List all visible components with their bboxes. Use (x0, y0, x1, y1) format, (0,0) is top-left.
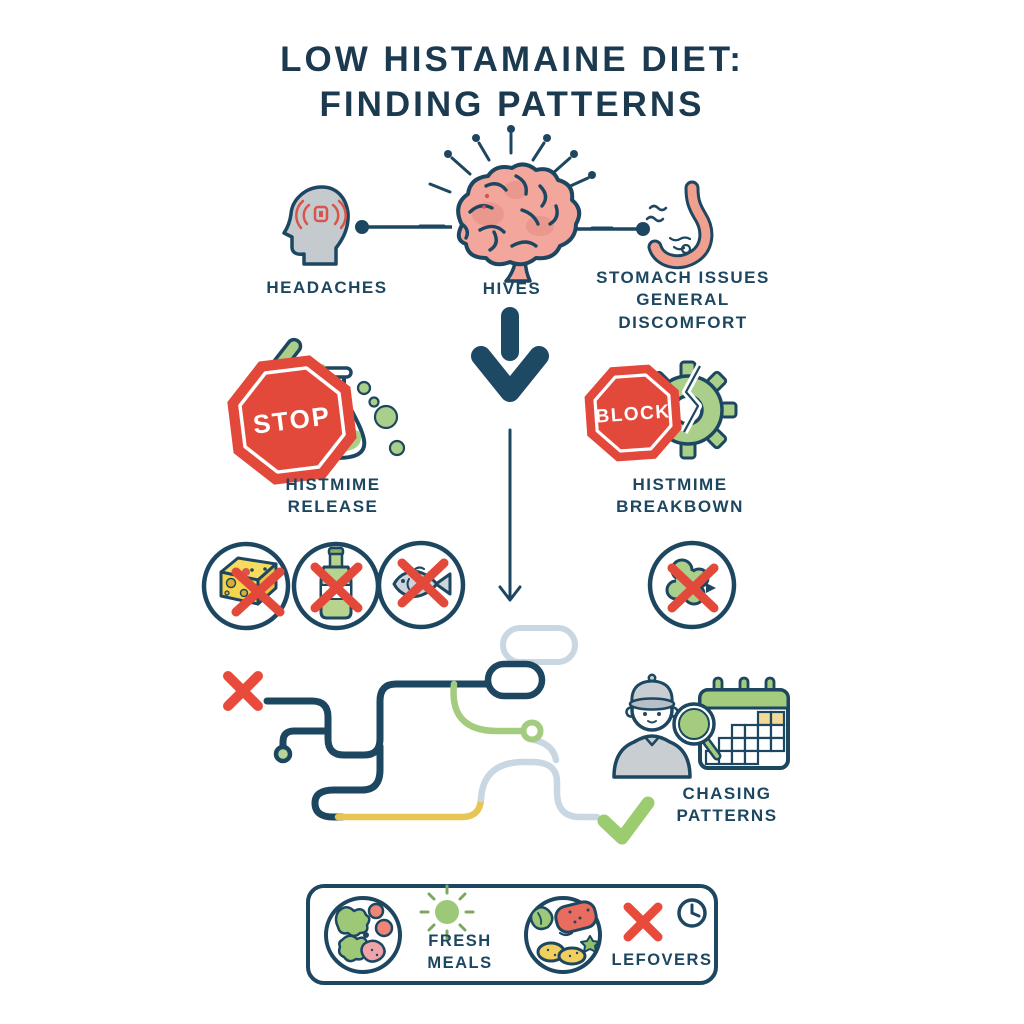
stomach-label: STOMACH ISSUES GENERAL DISCOMFORT (573, 267, 793, 334)
chasing-patterns-label: CHASING PATTERNS (642, 783, 812, 828)
histamine-release-label-line1: HISTMIME (285, 475, 381, 494)
brain-rays-icon (418, 125, 614, 283)
calendar-icon (698, 676, 790, 770)
no-fish-icon (376, 540, 466, 630)
chasing-patterns-label-line2: PATTERNS (676, 806, 778, 826)
maze-green-dot (273, 744, 293, 764)
clock-icon (677, 898, 707, 928)
fresh-meals-label-line1: FRESH (428, 932, 492, 950)
histamine-breakdown-label-line1: HISTMIME (632, 475, 728, 494)
detective-icon (612, 673, 692, 779)
magnifier-icon (672, 702, 722, 761)
sun-icon (419, 884, 475, 940)
stomach-icon (645, 180, 714, 270)
block-sign-icon: BLOCK (584, 364, 682, 462)
maze-lightblue-pill (500, 625, 578, 665)
histamine-release-label: HISTMIME RELEASE (253, 474, 413, 519)
maze-navy-pill (484, 660, 546, 700)
maze-path-icon (263, 625, 601, 821)
stop-sign-icon: STOP (227, 355, 357, 485)
stomach-label-line2: GENERAL DISCOMFORT (618, 290, 748, 332)
head-profile-headache-icon (282, 185, 350, 266)
chasing-patterns-label-line1: CHASING (682, 784, 772, 803)
salad-plate-icon (324, 896, 402, 974)
no-cheese-icon (201, 541, 291, 631)
bubbles-icon (356, 380, 406, 457)
maze-green-node (520, 719, 544, 743)
red-x-icon (623, 902, 663, 942)
hives-label: HIVES (482, 279, 542, 298)
thin-down-arrow-icon (498, 428, 522, 602)
red-x-start-icon (223, 671, 263, 711)
footer-box (306, 884, 718, 985)
headaches-label: HEADACHES (266, 278, 388, 297)
fresh-meals-label: FRESH MEALS (408, 931, 512, 975)
page-title-line1: LOW HISTAMAINE DIET: (280, 40, 744, 79)
page-title: LOW HISTAMAINE DIET: FINDING PATTERNS (0, 38, 1024, 128)
histamine-breakdown-label: HISTMIME BREAKBOWN (600, 474, 760, 519)
checkmark-icon (597, 796, 655, 845)
no-enzyme-icon (647, 540, 737, 630)
stomach-label-line1: STOMACH ISSUES (596, 268, 770, 287)
fresh-meals-label-line2: MEALS (427, 953, 493, 972)
page-title-line2: FINDING PATTERNS (319, 84, 705, 124)
big-down-arrow-icon (471, 307, 549, 402)
histamine-breakdown-label-line2: BREAKBOWN (616, 497, 744, 517)
meal-plate-icon (524, 896, 602, 974)
leftovers-label: LEFOVERS (611, 951, 713, 969)
block-sign-text: BLOCK (595, 401, 671, 427)
histamine-release-label-line2: RELEASE (287, 497, 379, 517)
no-alcohol-bottle-icon (291, 541, 381, 631)
